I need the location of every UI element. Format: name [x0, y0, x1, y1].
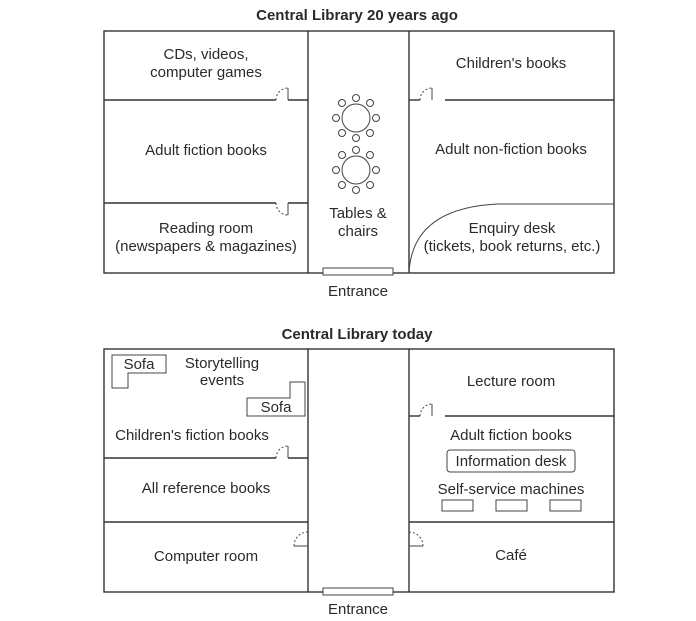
sofa-shape-2: [246, 381, 306, 417]
room-media-line1: CDs, videos,: [163, 46, 248, 63]
room-computer: Computer room: [154, 548, 258, 565]
room-tables-line1: Tables &: [329, 205, 387, 222]
room-reading-line1: Reading room: [159, 220, 253, 237]
room-tables-line2: chairs: [338, 223, 378, 240]
self-service-machine-3: [549, 499, 582, 512]
plan-then-entrance-label: Entrance: [328, 283, 388, 300]
room-media-line2: computer games: [150, 64, 262, 81]
sofa-label-1: Sofa: [124, 356, 156, 373]
room-enquiry-line2: (tickets, book returns, etc.): [424, 238, 601, 255]
plan-then-door-childrens: [419, 87, 433, 101]
plan-now-door-cafe: [408, 531, 424, 547]
plan-now-title: Central Library today: [282, 326, 434, 343]
room-adult-fiction-now: Adult fiction books: [450, 427, 572, 444]
plan-now-entrance-label: Entrance: [328, 601, 388, 618]
room-cafe: Café: [495, 547, 527, 564]
sofa-shape-1: [111, 354, 167, 389]
room-reference: All reference books: [142, 480, 270, 497]
self-service-machine-1: [441, 499, 474, 512]
room-adult-nonfiction: Adult non-fiction books: [435, 141, 587, 158]
table: [341, 155, 371, 185]
room-reading-line2: (newspapers & magazines): [115, 238, 297, 255]
plan-then-title: Central Library 20 years ago: [256, 7, 458, 24]
room-enquiry-line1: Enquiry desk: [469, 220, 556, 237]
plan-now-door-lecture: [419, 403, 433, 417]
room-childrens-books: Children's books: [456, 55, 566, 72]
plan-now-door-computer: [293, 531, 309, 547]
room-adult-fiction: Adult fiction books: [145, 142, 267, 159]
sofa-label-2: Sofa: [261, 399, 293, 416]
plan-then-tables: [332, 94, 380, 194]
plan-now: Central Library today Sofa Sofa Informat…: [103, 326, 615, 618]
plan-then-enquiry-curve: [408, 203, 499, 274]
plan-then-entrance-door: [322, 267, 394, 276]
room-storytelling-line2: events: [200, 372, 244, 389]
table: [341, 103, 371, 133]
plan-now-door-childrens: [275, 445, 289, 459]
plan-then-door-reading: [275, 202, 289, 216]
room-lecture: Lecture room: [467, 373, 555, 390]
information-desk-box: [446, 449, 576, 473]
room-storytelling-line1: Storytelling: [185, 355, 259, 372]
plan-now-entrance-door: [322, 587, 394, 596]
self-service-label: Self-service machines: [438, 481, 585, 498]
information-desk-label: Information desk: [456, 453, 567, 470]
plan-then-door-media: [275, 87, 289, 101]
room-childrens-fiction: Children's fiction books: [115, 427, 269, 444]
self-service-machine-2: [495, 499, 528, 512]
plan-then: Central Library 20 years ago Entrance: [103, 7, 615, 300]
